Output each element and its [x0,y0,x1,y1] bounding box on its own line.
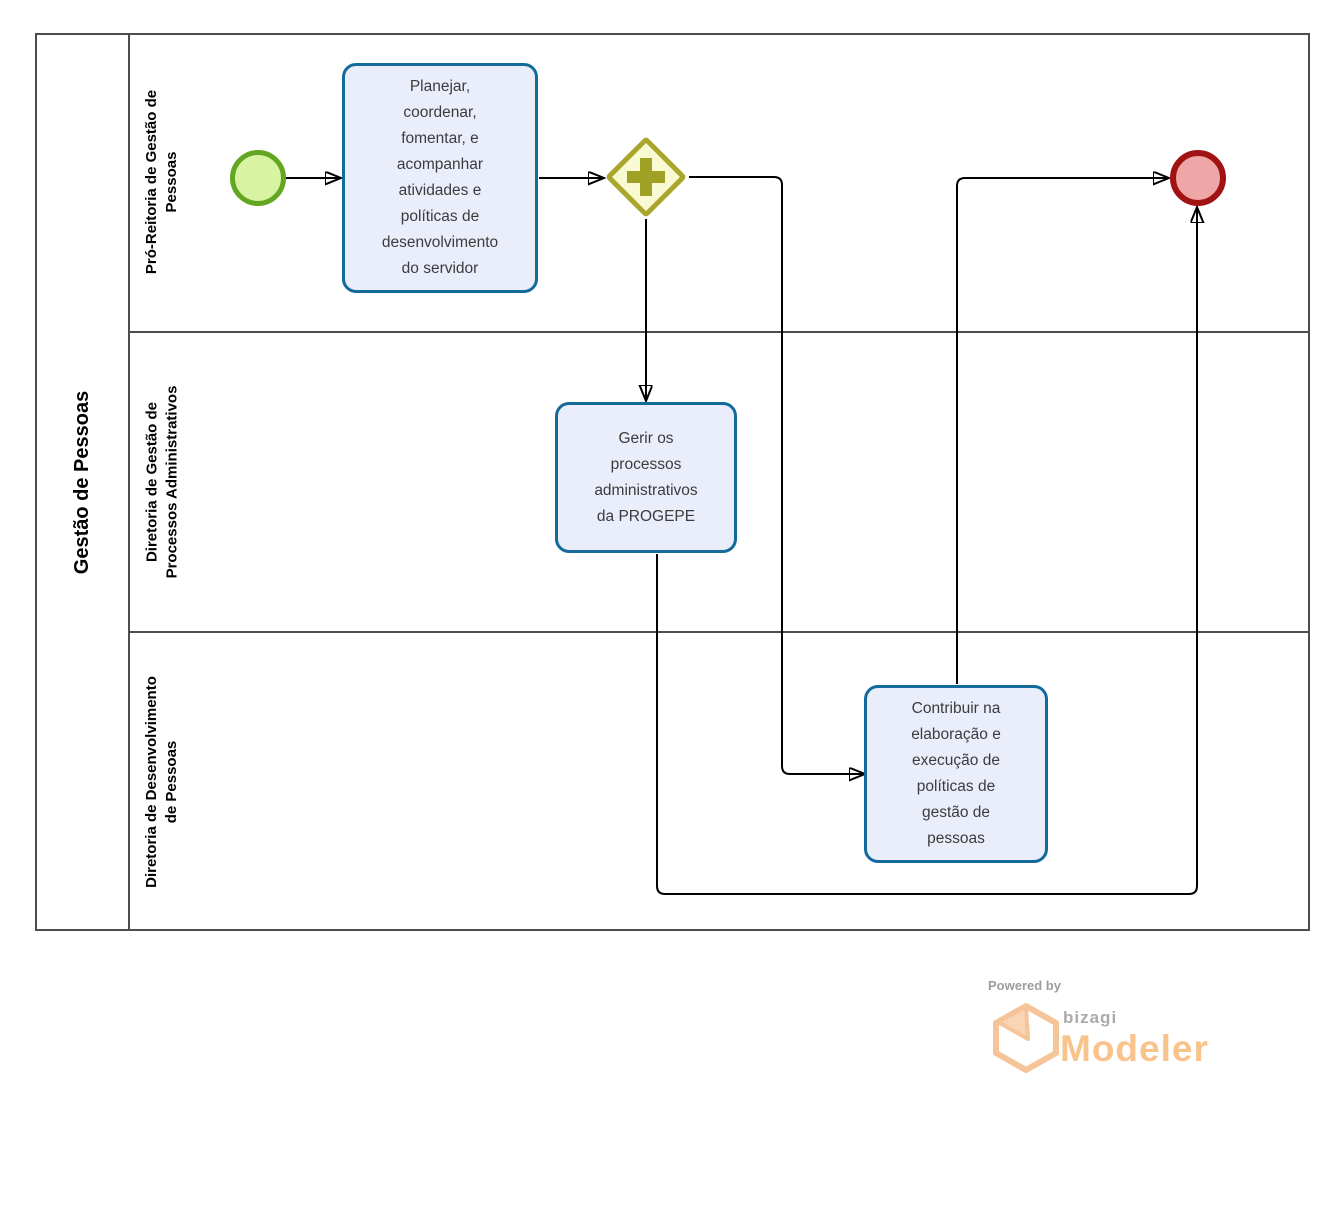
task-text-line: pessoas [927,830,985,847]
task-text-line: políticas de [916,778,996,795]
task-text-line: gestão de [921,804,991,821]
task-text-line: Contribuir na [911,700,1001,717]
task-text-line: elaboração e [911,726,1001,743]
lane-label-line: Processos Administrativos [163,385,181,578]
task-text-line: da PROGEPE [596,507,696,525]
lane-divider-2 [130,631,1310,633]
task-text-line: execução de [912,752,1000,769]
task-text-line: do servidor [401,260,479,277]
pool-gestao-de-pessoas [35,33,1310,931]
lane-diretoria-processos: Diretoria de Gestão de Processos Adminis… [131,332,193,631]
bizagi-wordmark: bizagi [1063,1008,1118,1027]
powered-by-text: Powered by [988,978,1061,993]
task-text-line: fomentar, e [401,130,479,147]
pool-label: Gestão de Pessoas [71,390,93,574]
lane-label-line: Diretoria de Desenvolvimento [143,675,161,888]
end-event [1170,150,1226,206]
lane-label-line: Pró-Reitoria de Gestão de [143,89,160,275]
task-planejar: Planejar, coordenar, fomentar, e acompan… [342,63,538,293]
plus-icon [622,153,670,201]
modeler-wordmark: Modeler [1060,1028,1209,1069]
task-text-line: atividades e [398,182,482,199]
bizagi-logo-icon [993,1003,1059,1073]
task-contribuir: Contribuir na elaboração e execução de p… [864,685,1048,863]
task-text-line: políticas de [400,208,480,225]
lane-label-line: Diretoria de Gestão de [143,401,161,562]
pool-header: Gestão de Pessoas [35,33,130,931]
lane-label-line: Pessoas [163,151,180,213]
pool-header-divider [128,33,130,931]
task-text-line: processos [610,455,682,473]
start-event [230,150,286,206]
task-text-line: Gerir os [618,429,674,447]
task-text-line: Planejar, [409,78,471,95]
lane-label-line: de Pessoas [163,740,181,823]
task-text-line: administrativos [594,481,698,499]
task-text-line: coordenar, [403,104,477,121]
task-gerir: Gerir os processos administrativos da PR… [555,402,737,553]
lane-pro-reitoria: Pró-Reitoria de Gestão de Pessoas [131,33,193,331]
lane-diretoria-desenvolvimento: Diretoria de Desenvolvimento de Pessoas [131,632,193,931]
task-text-line: desenvolvimento [381,234,499,251]
lane-divider-1 [130,331,1310,333]
task-text-line: acompanhar [396,156,484,173]
